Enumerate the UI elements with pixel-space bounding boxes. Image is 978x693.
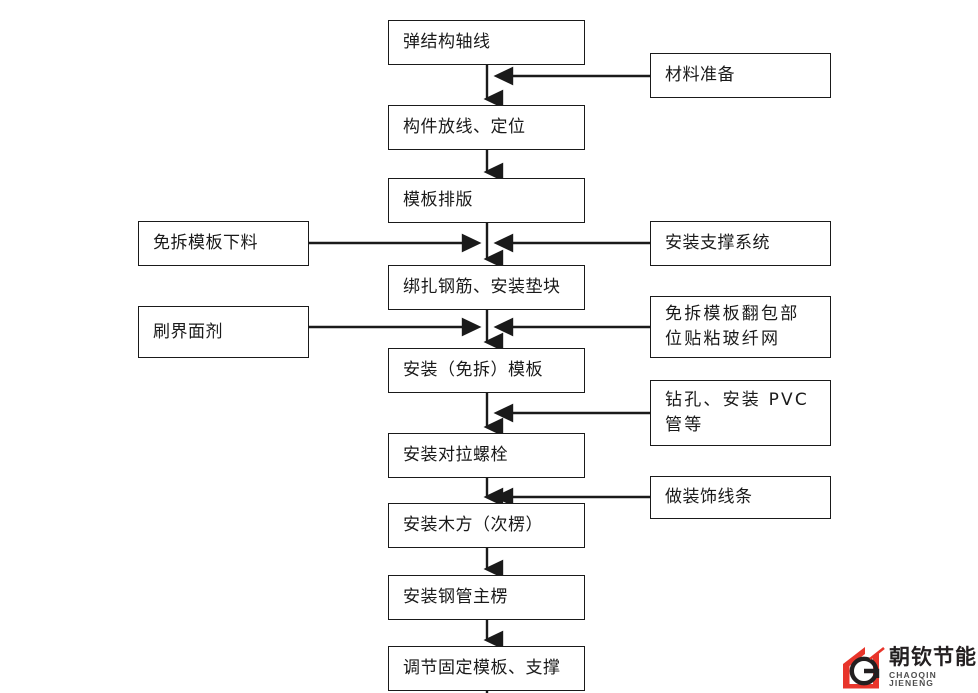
flow-node-n5[interactable]: 安装（免拆）模板	[388, 348, 585, 393]
flow-node-label: 安装（免拆）模板	[403, 360, 543, 381]
side-node-label: 刷界面剂	[153, 321, 223, 342]
side-node-label: 安装支撑系统	[665, 233, 770, 254]
flow-node-n3[interactable]: 模板排版	[388, 178, 585, 223]
logo-name-en: CHAOQIN JIENENG	[889, 669, 937, 688]
side-node-decorative-lines[interactable]: 做装饰线条	[650, 476, 831, 519]
side-node-label: 钻孔、安装 PVC 管等	[665, 390, 809, 435]
side-node-label: 材料准备	[665, 65, 735, 86]
house-g-logo-icon	[840, 645, 886, 689]
flow-node-label: 弹结构轴线	[403, 32, 491, 53]
side-node-drill-pvc-pipe[interactable]: 钻孔、安装 PVC 管等	[650, 380, 831, 446]
side-node-label: 免拆模板翻包部 位贴粘玻纤网	[665, 304, 800, 349]
flow-node-n2[interactable]: 构件放线、定位	[388, 105, 585, 150]
flow-node-label: 绑扎钢筋、安装垫块	[403, 277, 561, 298]
flow-node-n7[interactable]: 安装木方（次楞）	[388, 503, 585, 548]
side-node-material-preparation[interactable]: 材料准备	[650, 53, 831, 98]
flow-node-n4[interactable]: 绑扎钢筋、安装垫块	[388, 265, 585, 310]
side-node-install-support-system[interactable]: 安装支撑系统	[650, 221, 831, 266]
company-logo: 朝钦节能 CHAOQIN JIENENG	[840, 645, 978, 689]
flow-node-n6[interactable]: 安装对拉螺栓	[388, 433, 585, 478]
side-node-label: 做装饰线条	[665, 487, 753, 508]
flow-node-label: 模板排版	[403, 190, 473, 211]
logo-wordmark: 朝钦节能 CHAOQIN JIENENG	[889, 644, 978, 688]
side-node-fiberglass-mesh[interactable]: 免拆模板翻包部 位贴粘玻纤网	[650, 296, 831, 358]
flow-node-label: 安装木方（次楞）	[403, 515, 543, 536]
flow-node-n1[interactable]: 弹结构轴线	[388, 20, 585, 65]
side-node-label: 免拆模板下料	[153, 233, 258, 254]
flow-node-label: 调节固定模板、支撑	[403, 658, 561, 679]
flow-node-n8[interactable]: 安装钢管主楞	[388, 575, 585, 620]
side-node-formwork-cutting[interactable]: 免拆模板下料	[138, 221, 309, 266]
flow-node-n9[interactable]: 调节固定模板、支撑	[388, 646, 585, 691]
flow-node-label: 构件放线、定位	[403, 117, 526, 138]
side-node-interface-agent[interactable]: 刷界面剂	[138, 306, 309, 358]
logo-name-cn: 朝钦节能	[889, 644, 977, 669]
flow-node-label: 安装钢管主楞	[403, 587, 508, 608]
flow-node-label: 安装对拉螺栓	[403, 445, 508, 466]
